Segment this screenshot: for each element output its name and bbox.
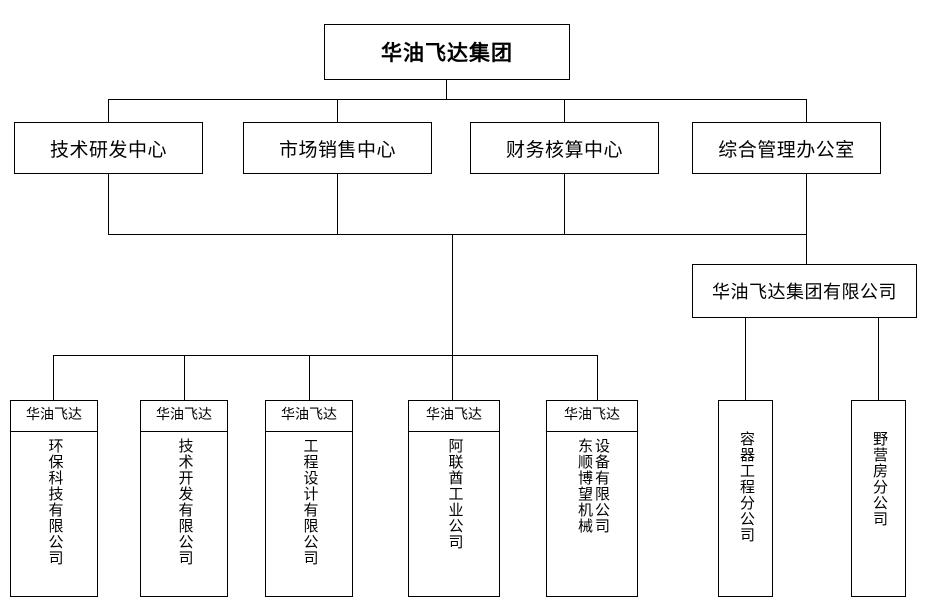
department-box-technical-rd[interactable]: 技术研发中心 bbox=[14, 122, 203, 174]
connector-department-bus bbox=[108, 99, 807, 100]
connector-dept-2-down bbox=[337, 174, 338, 235]
company-header: 华油飞达 bbox=[547, 401, 637, 432]
connector-drop-branch-2 bbox=[878, 318, 879, 400]
company-header: 华油飞达 bbox=[409, 401, 499, 432]
company-box-uae-industrial[interactable]: 华油飞达 阿联酋工业公司 bbox=[408, 400, 500, 597]
company-header: 华油飞达 bbox=[141, 401, 227, 432]
connector-root-stem bbox=[446, 80, 447, 100]
department-label: 财务核算中心 bbox=[505, 139, 623, 161]
subsidiary-group-box[interactable]: 华油飞达集团有限公司 bbox=[692, 264, 917, 318]
connector-dept-3-down bbox=[564, 174, 565, 235]
branch-body: 容器工程分公司 bbox=[719, 401, 772, 596]
connector-drop-branch-1 bbox=[745, 318, 746, 400]
department-label: 综合管理办公室 bbox=[718, 139, 855, 161]
department-label: 市场销售中心 bbox=[278, 139, 396, 161]
company-body: 工程设计有限公司 bbox=[266, 432, 352, 596]
company-body: 环保科技有限公司 bbox=[11, 432, 97, 596]
branch-body: 野营房分公司 bbox=[852, 401, 905, 596]
company-name-column: 设备有限公司 bbox=[593, 438, 609, 534]
company-name-column: 工程设计有限公司 bbox=[301, 438, 318, 566]
connector-drop-dept-2 bbox=[337, 99, 338, 122]
connector-drop-company-5 bbox=[597, 355, 598, 400]
connector-drop-dept-4 bbox=[806, 99, 807, 122]
company-box-dongshun-bowang-machinery[interactable]: 华油飞达 设备有限公司 东顺博望机械 bbox=[546, 400, 638, 597]
connector-dept-4-down bbox=[806, 174, 807, 264]
connector-drop-company-3 bbox=[309, 355, 310, 400]
company-box-engineering-design[interactable]: 华油飞达 工程设计有限公司 bbox=[265, 400, 353, 597]
connector-secondary-bus bbox=[108, 234, 807, 235]
connector-dept-1-down bbox=[108, 174, 109, 235]
company-header: 华油飞达 bbox=[11, 401, 97, 432]
branch-box-vessel-engineering[interactable]: 容器工程分公司 bbox=[718, 400, 773, 597]
company-name-column: 东顺博望机械 bbox=[576, 438, 592, 534]
org-root-label: 华油飞达集团 bbox=[381, 41, 513, 65]
branch-name-column: 野营房分公司 bbox=[871, 431, 887, 527]
company-name-column: 阿联酋工业公司 bbox=[446, 438, 463, 550]
company-body: 阿联酋工业公司 bbox=[409, 432, 499, 596]
branch-box-field-camp-housing[interactable]: 野营房分公司 bbox=[851, 400, 906, 597]
company-name-column: 环保科技有限公司 bbox=[46, 438, 63, 566]
company-body: 技术开发有限公司 bbox=[141, 432, 227, 596]
org-root-box[interactable]: 华油飞达集团 bbox=[324, 24, 570, 80]
branch-name-column: 容器工程分公司 bbox=[738, 431, 754, 543]
department-label: 技术研发中心 bbox=[49, 139, 167, 161]
connector-drop-dept-1 bbox=[108, 99, 109, 122]
company-body: 设备有限公司 东顺博望机械 bbox=[547, 432, 637, 596]
company-box-environmental-tech[interactable]: 华油飞达 环保科技有限公司 bbox=[10, 400, 98, 597]
connector-drop-company-2 bbox=[184, 355, 185, 400]
connector-drop-company-1 bbox=[53, 355, 54, 400]
department-box-finance[interactable]: 财务核算中心 bbox=[470, 122, 659, 174]
connector-drop-dept-3 bbox=[564, 99, 565, 122]
connector-drop-company-4 bbox=[452, 355, 453, 400]
subsidiary-group-label: 华油飞达集团有限公司 bbox=[712, 282, 897, 302]
connector-center-spine bbox=[452, 234, 453, 356]
department-box-general-admin[interactable]: 综合管理办公室 bbox=[692, 122, 881, 174]
connector-company-bus bbox=[53, 355, 598, 356]
company-box-tech-development[interactable]: 华油飞达 技术开发有限公司 bbox=[140, 400, 228, 597]
company-name-column: 技术开发有限公司 bbox=[176, 438, 193, 566]
department-box-market-sales[interactable]: 市场销售中心 bbox=[243, 122, 432, 174]
company-header: 华油飞达 bbox=[266, 401, 352, 432]
